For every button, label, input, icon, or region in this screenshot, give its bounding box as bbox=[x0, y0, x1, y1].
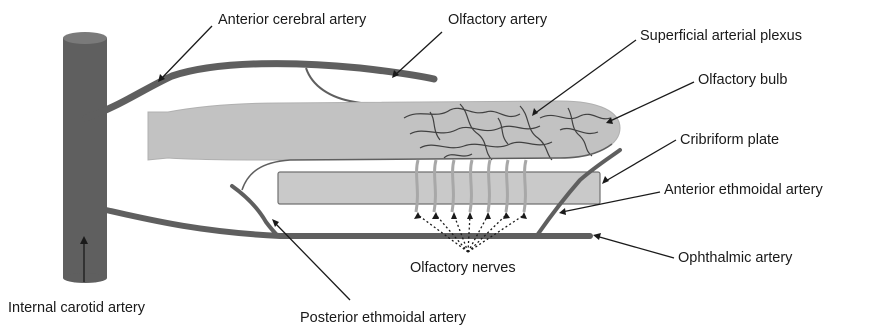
label-olfactory-bulb: Olfactory bulb bbox=[698, 72, 787, 88]
label-cribriform-plate: Cribriform plate bbox=[680, 132, 779, 148]
label-ophthalmic-artery: Ophthalmic artery bbox=[678, 250, 793, 266]
label-olfactory-nerves: Olfactory nerves bbox=[410, 260, 516, 276]
label-posterior-ethmoidal-artery: Posterior ethmoidal artery bbox=[300, 310, 467, 326]
olfactory-bulb bbox=[148, 101, 620, 160]
cribriform-plate bbox=[278, 172, 600, 204]
label-internal-carotid-artery: Internal carotid artery bbox=[8, 300, 146, 316]
label-superficial-arterial-plexus: Superficial arterial plexus bbox=[640, 28, 802, 44]
internal-carotid-artery bbox=[63, 32, 107, 283]
label-anterior-cerebral-artery: Anterior cerebral artery bbox=[218, 12, 367, 28]
ophthalmic-artery bbox=[106, 210, 590, 236]
label-olfactory-artery: Olfactory artery bbox=[448, 12, 548, 28]
olfactory-nerves-arrowheads bbox=[414, 212, 527, 219]
posterior-ethmoidal-artery bbox=[232, 186, 278, 236]
label-anterior-ethmoidal-artery: Anterior ethmoidal artery bbox=[664, 182, 824, 198]
